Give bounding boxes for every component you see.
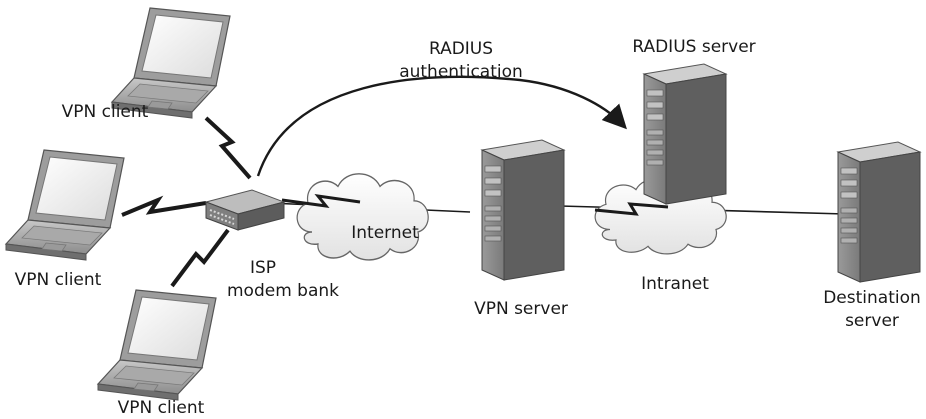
intranet-label: Intranet	[641, 274, 709, 294]
link-isp-internet-icon	[281, 193, 361, 208]
isp-label-line2: modem bank	[227, 281, 339, 301]
vpn-client-bottom-label: VPN client	[118, 398, 205, 418]
vpn-client-top-label: VPN client	[62, 102, 149, 122]
vpn-server-label: VPN server	[474, 299, 568, 319]
vpn-server-tower-icon	[481, 139, 565, 281]
radius-server-tower-icon	[643, 63, 727, 205]
vpn-client-bottom-laptop-icon	[97, 289, 217, 401]
link-top-client-icon	[204, 116, 252, 180]
destination-server-tower-icon	[837, 141, 921, 283]
isp-label-line1: ISP	[250, 258, 276, 278]
destination-server-label-line1: Destination	[823, 288, 921, 308]
internet-label: Internet	[351, 223, 419, 243]
link-vpn-intranet-icon	[594, 202, 669, 216]
radius-authentication-label-line1: RADIUS	[429, 39, 493, 59]
internet-cloud-icon	[296, 173, 429, 261]
radius-authentication-label-line2: authentication	[399, 62, 523, 82]
vpn-client-middle-laptop-icon	[5, 149, 125, 261]
isp-modem-bank-icon	[204, 189, 286, 231]
vpn-client-middle-label: VPN client	[15, 270, 102, 290]
destination-server-label-line2: server	[845, 311, 899, 331]
radius-authentication-arrow-icon	[256, 75, 627, 177]
link-middle-client-icon	[121, 195, 207, 217]
radius-server-label: RADIUS server	[632, 37, 755, 57]
link-bottom-client-icon	[170, 228, 230, 288]
